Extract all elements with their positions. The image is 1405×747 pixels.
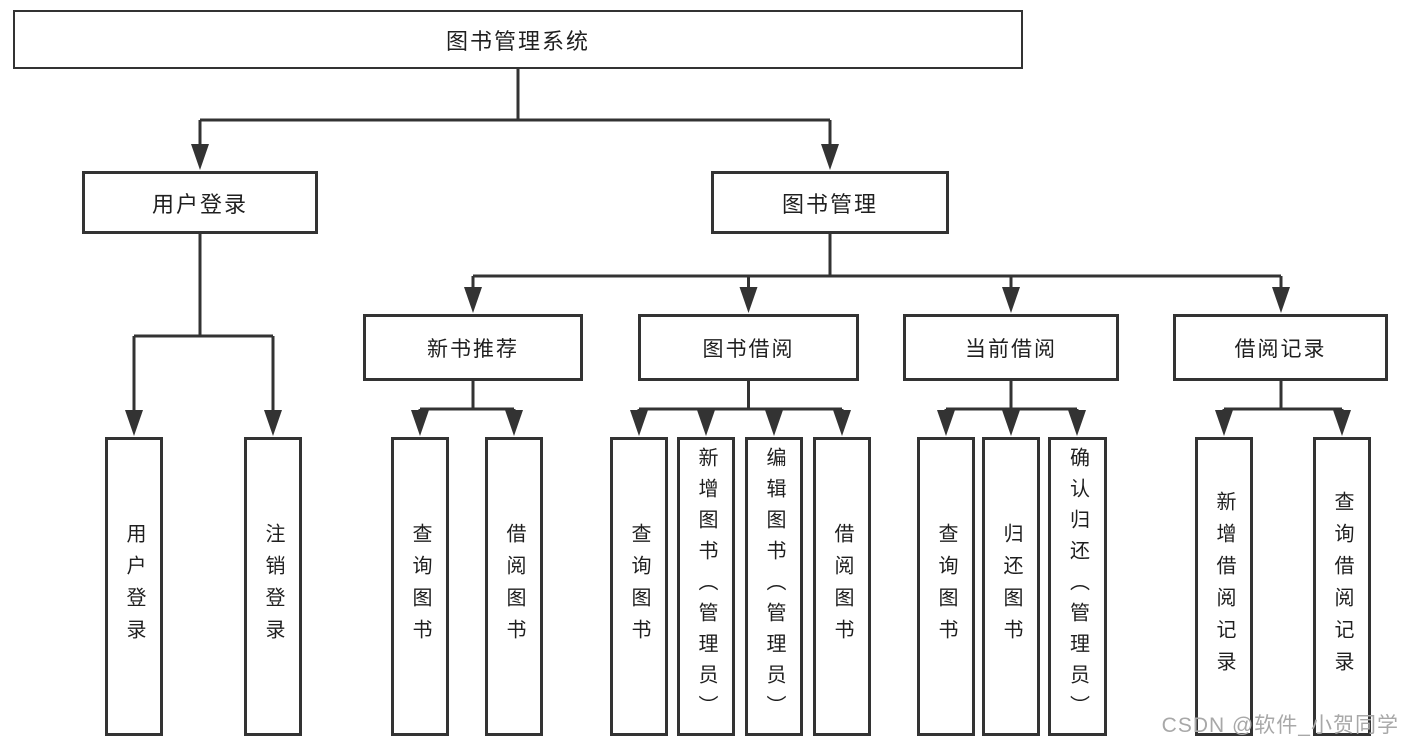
node-recommend-borrow-books: 借阅图书 (485, 437, 543, 736)
node-borrowing-borrow-books: 借阅图书 (813, 437, 871, 736)
node-user-login-leaf: 用户登录 (105, 437, 163, 736)
node-user-login: 用户登录 (82, 171, 318, 234)
node-label: 图书管理系统 (445, 28, 590, 54)
watermark: CSDN @软件_小贺同学 (1161, 714, 1399, 737)
node-current-borrowing: 当前借阅 (903, 314, 1119, 381)
node-label: 用户登录 (151, 191, 248, 217)
node-label: 图书管理 (781, 191, 878, 217)
node-current-return-books: 归还图书 (982, 437, 1040, 736)
node-book-management: 图书管理 (711, 171, 949, 234)
node-current-confirm-return-admin: 确认归还（管理员） (1048, 437, 1107, 736)
node-label: 查询借阅记录 (1331, 490, 1353, 683)
node-label: 新书推荐 (427, 337, 519, 361)
node-label: 图书借阅 (702, 337, 795, 361)
node-book-management-system: 图书管理系统 (13, 10, 1023, 69)
node-label: 当前借阅 (965, 337, 1057, 361)
node-label: 借阅图书 (831, 522, 853, 651)
node-label: 注销登录 (262, 522, 284, 651)
node-label: 确认归还（管理员） (1066, 447, 1089, 726)
node-borrowing-edit-books-admin: 编辑图书（管理员） (745, 437, 803, 736)
node-label: 编辑图书（管理员） (763, 447, 785, 726)
node-label: 借阅图书 (503, 522, 525, 651)
node-label: 查询图书 (628, 522, 650, 651)
node-label: 查询图书 (935, 522, 957, 651)
node-label: 归还图书 (1000, 522, 1022, 651)
node-borrowing-records: 借阅记录 (1173, 314, 1388, 381)
node-book-borrowing: 图书借阅 (638, 314, 859, 381)
node-label: 借阅记录 (1234, 337, 1327, 361)
node-current-query-books: 查询图书 (917, 437, 975, 736)
node-borrowing-query-books: 查询图书 (610, 437, 668, 736)
node-label: 用户登录 (123, 522, 145, 651)
node-label: 新增图书（管理员） (695, 447, 717, 726)
node-recommend-query-books: 查询图书 (391, 437, 449, 736)
node-records-query-borrow-record: 查询借阅记录 (1313, 437, 1371, 736)
node-label: 查询图书 (409, 522, 431, 651)
node-new-book-recommend: 新书推荐 (363, 314, 583, 381)
node-logout: 注销登录 (244, 437, 302, 736)
node-records-add-borrow-record: 新增借阅记录 (1195, 437, 1253, 736)
node-label: 新增借阅记录 (1213, 490, 1235, 683)
node-borrowing-add-books-admin: 新增图书（管理员） (677, 437, 735, 736)
